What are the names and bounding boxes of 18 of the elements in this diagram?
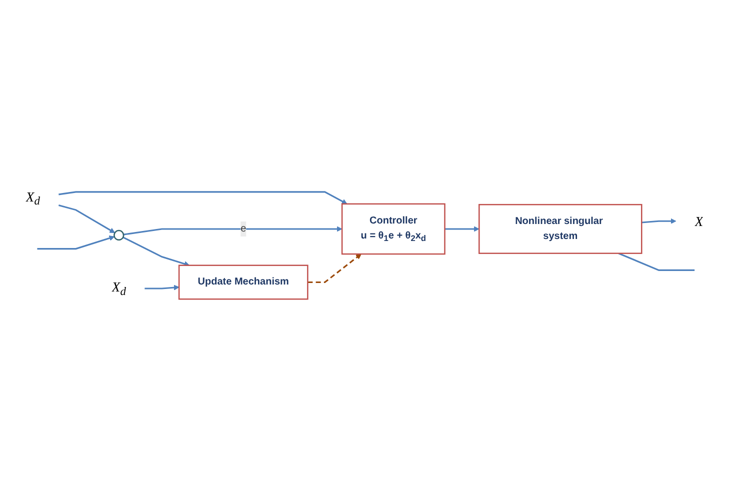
connector [618, 252, 695, 271]
arrow [444, 226, 480, 232]
node-text: X [694, 212, 704, 229]
node-box: Update Mechanism [178, 264, 308, 300]
arrow [123, 226, 342, 235]
arrow [144, 284, 180, 290]
edge-label: e [240, 223, 246, 234]
arrow [37, 235, 115, 250]
node-box: Controller u = θ$_{1}$e + θ$_{2}$x$_{d}$ [341, 202, 446, 254]
arrow [642, 218, 676, 224]
arrow [58, 204, 116, 233]
node-text: X$_{d}$ [112, 278, 126, 298]
node-circle [114, 230, 124, 240]
node-text: X$_{d}$ [26, 188, 40, 207]
arrow [308, 253, 362, 283]
arrow [58, 190, 348, 204]
arrow [122, 236, 190, 266]
node-box: Nonlinear singular system [478, 204, 642, 254]
